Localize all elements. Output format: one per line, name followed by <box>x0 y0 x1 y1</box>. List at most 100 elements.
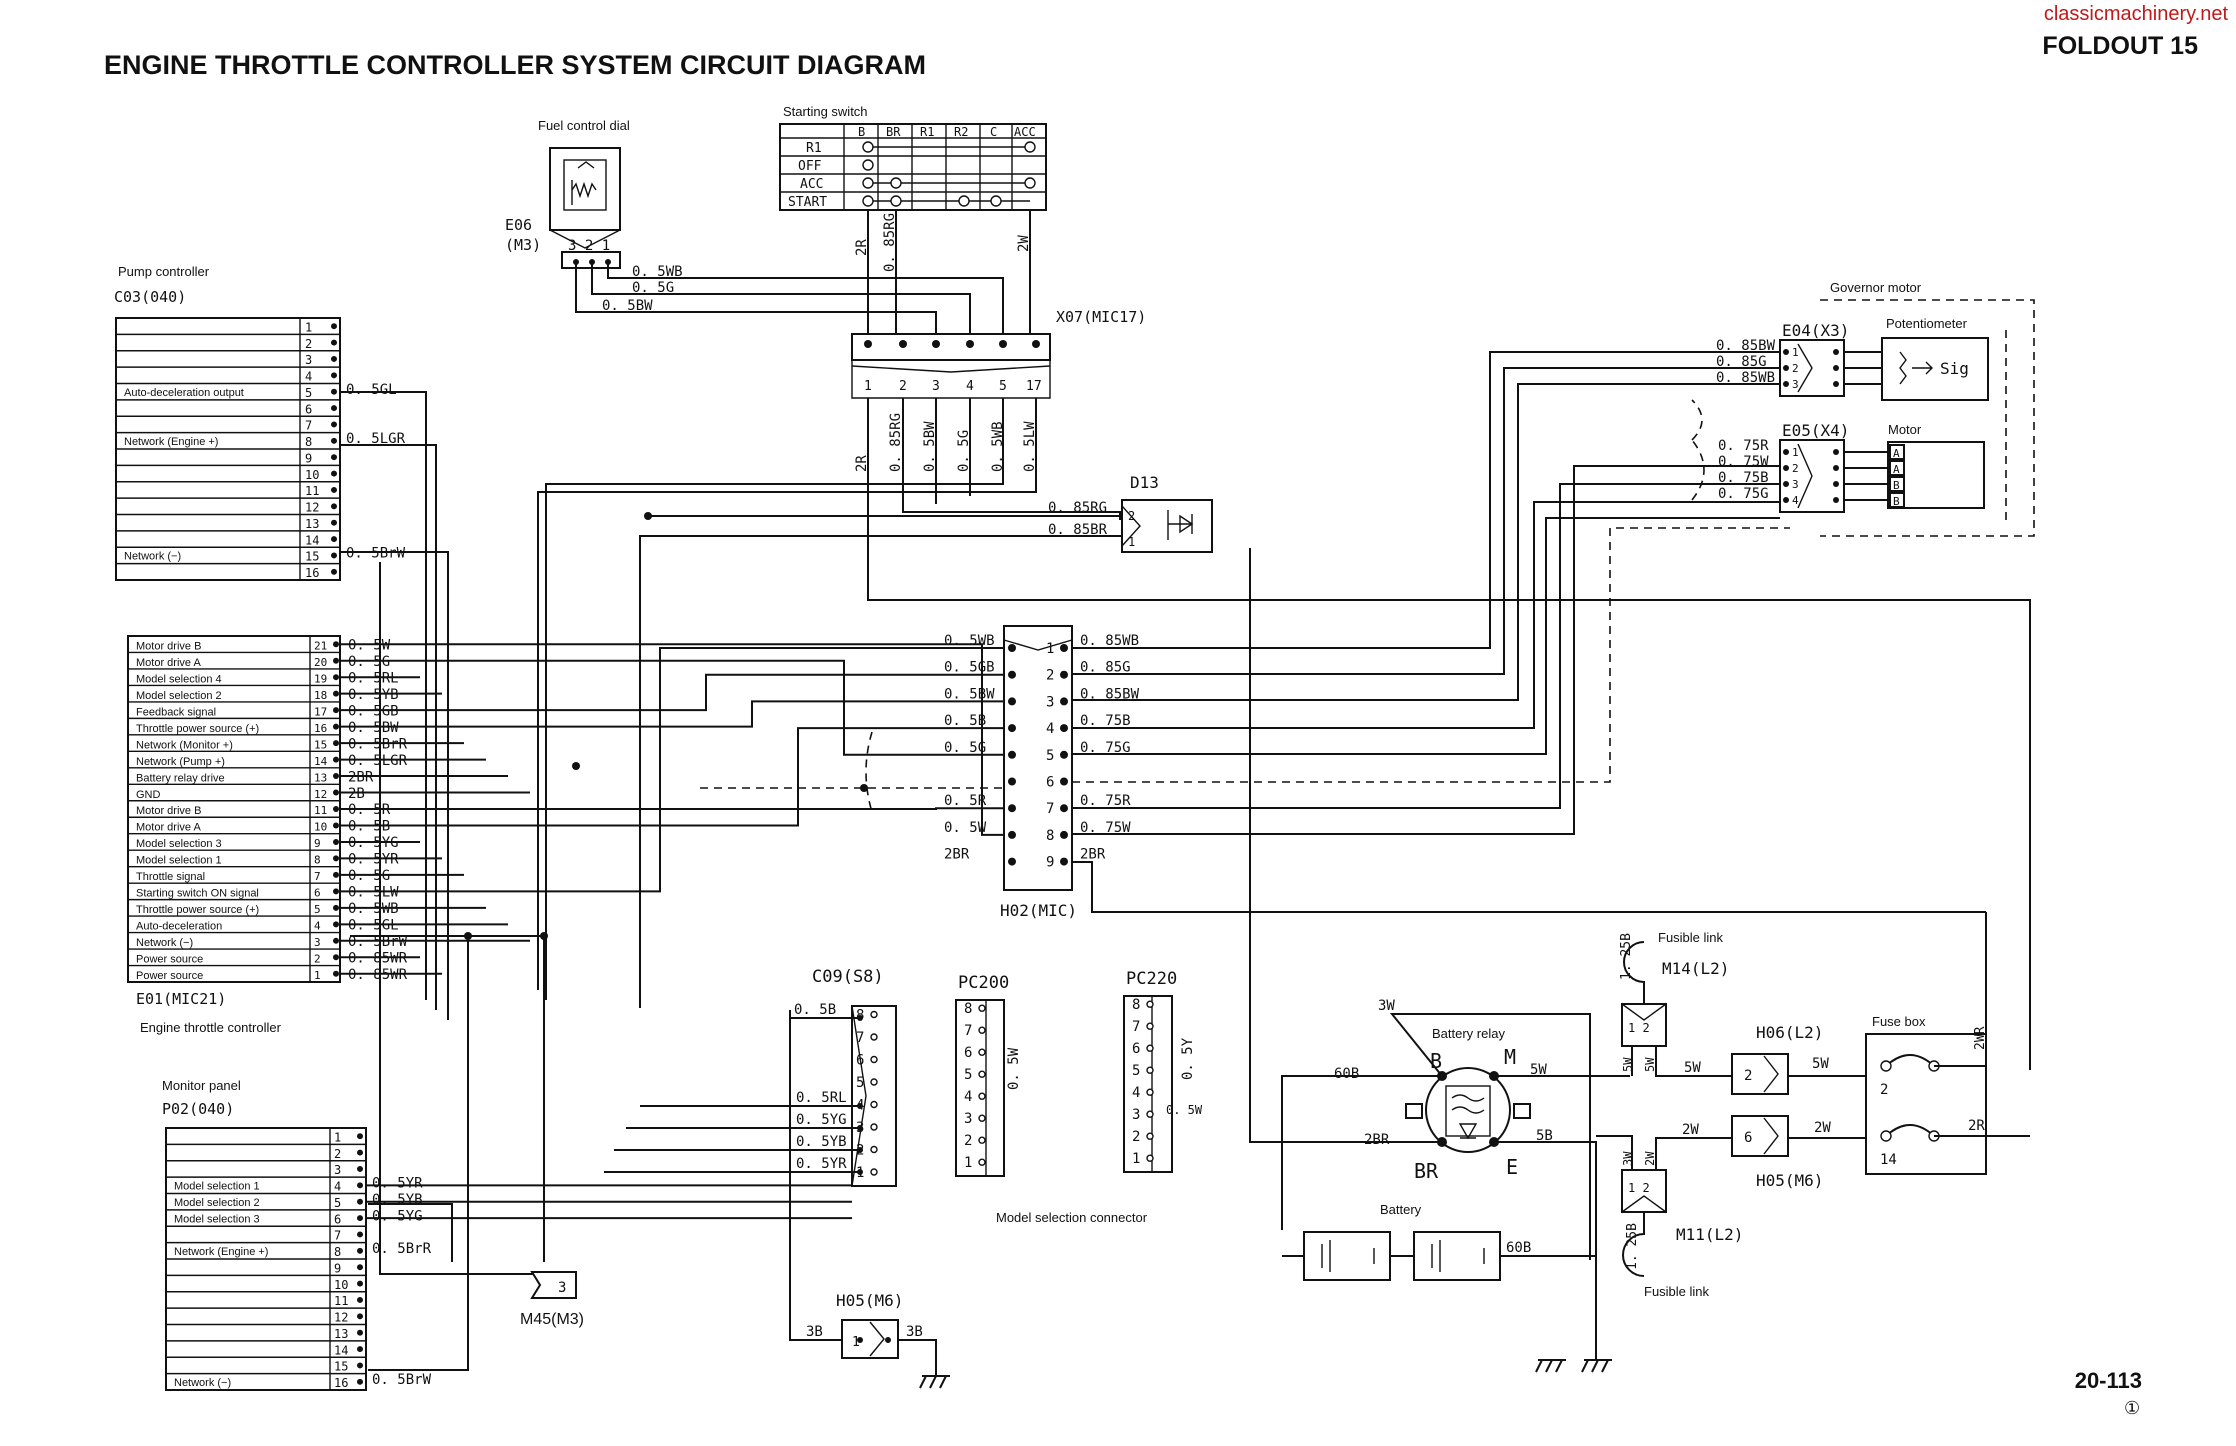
monitor-pin <box>357 1231 363 1238</box>
svg-text:ACC: ACC <box>800 177 823 192</box>
etc-to-h02-wire <box>340 673 1004 712</box>
svg-text:0. 85BR: 0. 85BR <box>1048 522 1108 538</box>
c09-pin-number: 5 <box>856 1075 864 1091</box>
svg-text:0. 5WB: 0. 5WB <box>632 264 683 280</box>
monitor-signal-name: Model selection 1 <box>174 1181 260 1193</box>
h02-left-pin <box>1008 830 1016 839</box>
h02-pin-number: 8 <box>1046 828 1054 844</box>
pump-pin-number: 15 <box>305 550 319 564</box>
pc220-pin-number: 3 <box>1132 1107 1140 1123</box>
pc200-pin-number: 1 <box>964 1155 972 1171</box>
svg-text:5: 5 <box>999 379 1007 394</box>
monitor-pin <box>357 1296 363 1303</box>
h02-connector: H02(MIC) <box>1000 625 1077 920</box>
e04-pin-number: 1 <box>1792 346 1799 359</box>
svg-text:17: 17 <box>1026 379 1042 394</box>
e05-wire-label: 0. 75B <box>1718 470 1769 486</box>
etc-signal-name: Network (Monitor +) <box>136 739 233 751</box>
motor-terminal-label: A <box>1893 463 1900 476</box>
etc-pin <box>333 740 339 747</box>
svg-text:3: 3 <box>932 379 940 394</box>
pc200-pin <box>978 1092 986 1100</box>
pump-pin-number: 5 <box>305 386 312 400</box>
svg-text:0. 5LW: 0. 5LW <box>1022 421 1038 472</box>
c09-wire-label: 0. 5B <box>794 1002 836 1018</box>
svg-text:M: M <box>1504 1045 1516 1069</box>
etc-signal-name: Throttle signal <box>136 871 205 883</box>
svg-text:2W: 2W <box>1814 1120 1831 1136</box>
starting-switch: Starting switch B BR R1 R2 C ACC R1 OFF … <box>779 104 1047 211</box>
svg-text:3W: 3W <box>1621 1151 1635 1166</box>
svg-text:0. 5G: 0. 5G <box>632 280 674 296</box>
h02-left-wire: 0. 5GB <box>944 660 995 676</box>
etc-pin-number: 17 <box>314 705 327 718</box>
etc-pin <box>333 888 339 895</box>
svg-text:0. 5W: 0. 5W <box>1166 1103 1203 1117</box>
etc-pin-number: 7 <box>314 870 321 883</box>
h02-right-pin <box>1060 670 1068 679</box>
pump-pin-number: 14 <box>305 533 319 547</box>
etc-pin <box>333 838 339 845</box>
pump-pin-list: 12345678910111213141516Auto-deceleration… <box>116 320 406 580</box>
pump-signal-name: Network (−) <box>124 551 181 563</box>
etc-signal-name: Throttle power source (+) <box>136 723 259 735</box>
svg-text:Pump controller: Pump controller <box>118 264 210 279</box>
pc200-pin <box>978 1136 986 1144</box>
battery-relay: Battery relay B M BR E <box>1405 1026 1531 1183</box>
h02-left-wire: 0. 5G <box>944 740 986 756</box>
h02-pin-number: 5 <box>1046 748 1054 764</box>
pc220-pin-number: 1 <box>1132 1151 1140 1167</box>
h02-left-pin <box>1008 857 1016 866</box>
svg-text:3B: 3B <box>806 1324 823 1340</box>
etc-pin <box>333 723 339 730</box>
svg-text:1. 25B: 1. 25B <box>1619 933 1634 980</box>
pump-pin <box>331 405 337 412</box>
pc200-pin-number: 7 <box>964 1023 972 1039</box>
c09-wire-label: 0. 5YG <box>796 1112 847 1128</box>
c09-wire-label: 0. 5RL <box>796 1090 847 1106</box>
svg-text:2WR: 2WR <box>1973 1026 1988 1050</box>
svg-text:E01(MIC21): E01(MIC21) <box>136 990 226 1008</box>
svg-text:E: E <box>1506 1155 1518 1179</box>
etc-wire-label: 0. 5YR <box>348 852 399 868</box>
pump-pin <box>331 503 337 510</box>
svg-text:3B: 3B <box>906 1324 923 1340</box>
svg-text:0. 5W: 0. 5W <box>1006 1047 1022 1090</box>
pump-pin <box>331 388 337 395</box>
svg-text:1: 1 <box>852 1335 860 1350</box>
etc-pin-number: 16 <box>314 722 327 735</box>
pump-pin <box>331 536 337 543</box>
svg-text:B: B <box>858 125 865 139</box>
monitor-pin <box>357 1378 363 1385</box>
etc-signal-name: Battery relay drive <box>136 772 225 784</box>
monitor-pin-number: 15 <box>334 1360 348 1374</box>
c09-pin <box>870 1100 878 1109</box>
pump-pin-number: 16 <box>305 566 319 580</box>
e04-wire-label: 0. 85G <box>1716 354 1767 370</box>
etc-pin <box>333 707 339 714</box>
c09-pin <box>870 1055 878 1064</box>
pump-pin-number: 11 <box>305 484 319 498</box>
pump-pin <box>331 519 337 526</box>
model-selection-caption: Model selection connector <box>996 1210 1148 1225</box>
fusible-link-top: Fusible link M14(L2) 1. 25B 1 2 <box>1619 930 1729 1047</box>
etc-pin <box>333 904 339 911</box>
c09-pin-number: 6 <box>856 1053 864 1069</box>
etc-pin <box>333 822 339 829</box>
pc200-pin <box>978 1070 986 1078</box>
pump-pin-number: 10 <box>305 468 319 482</box>
etc-wire-label: 0. 5LW <box>348 885 399 901</box>
etc-to-h02-wire <box>340 647 1004 893</box>
m45-connector: 3 M45(M3) <box>520 1271 584 1328</box>
svg-text:2: 2 <box>1128 509 1135 523</box>
svg-text:Motor: Motor <box>1888 422 1922 437</box>
h02-right-pin <box>1060 857 1068 866</box>
pc200-pin <box>978 1004 986 1012</box>
svg-text:E05(X4): E05(X4) <box>1782 421 1849 440</box>
h02-right-pin <box>1060 804 1068 813</box>
pc220-pin <box>1146 1154 1154 1162</box>
h02-left-pin <box>1008 697 1016 706</box>
pc220-pin <box>1146 1110 1154 1118</box>
etc-wire-label: 0. 5B <box>348 819 390 835</box>
